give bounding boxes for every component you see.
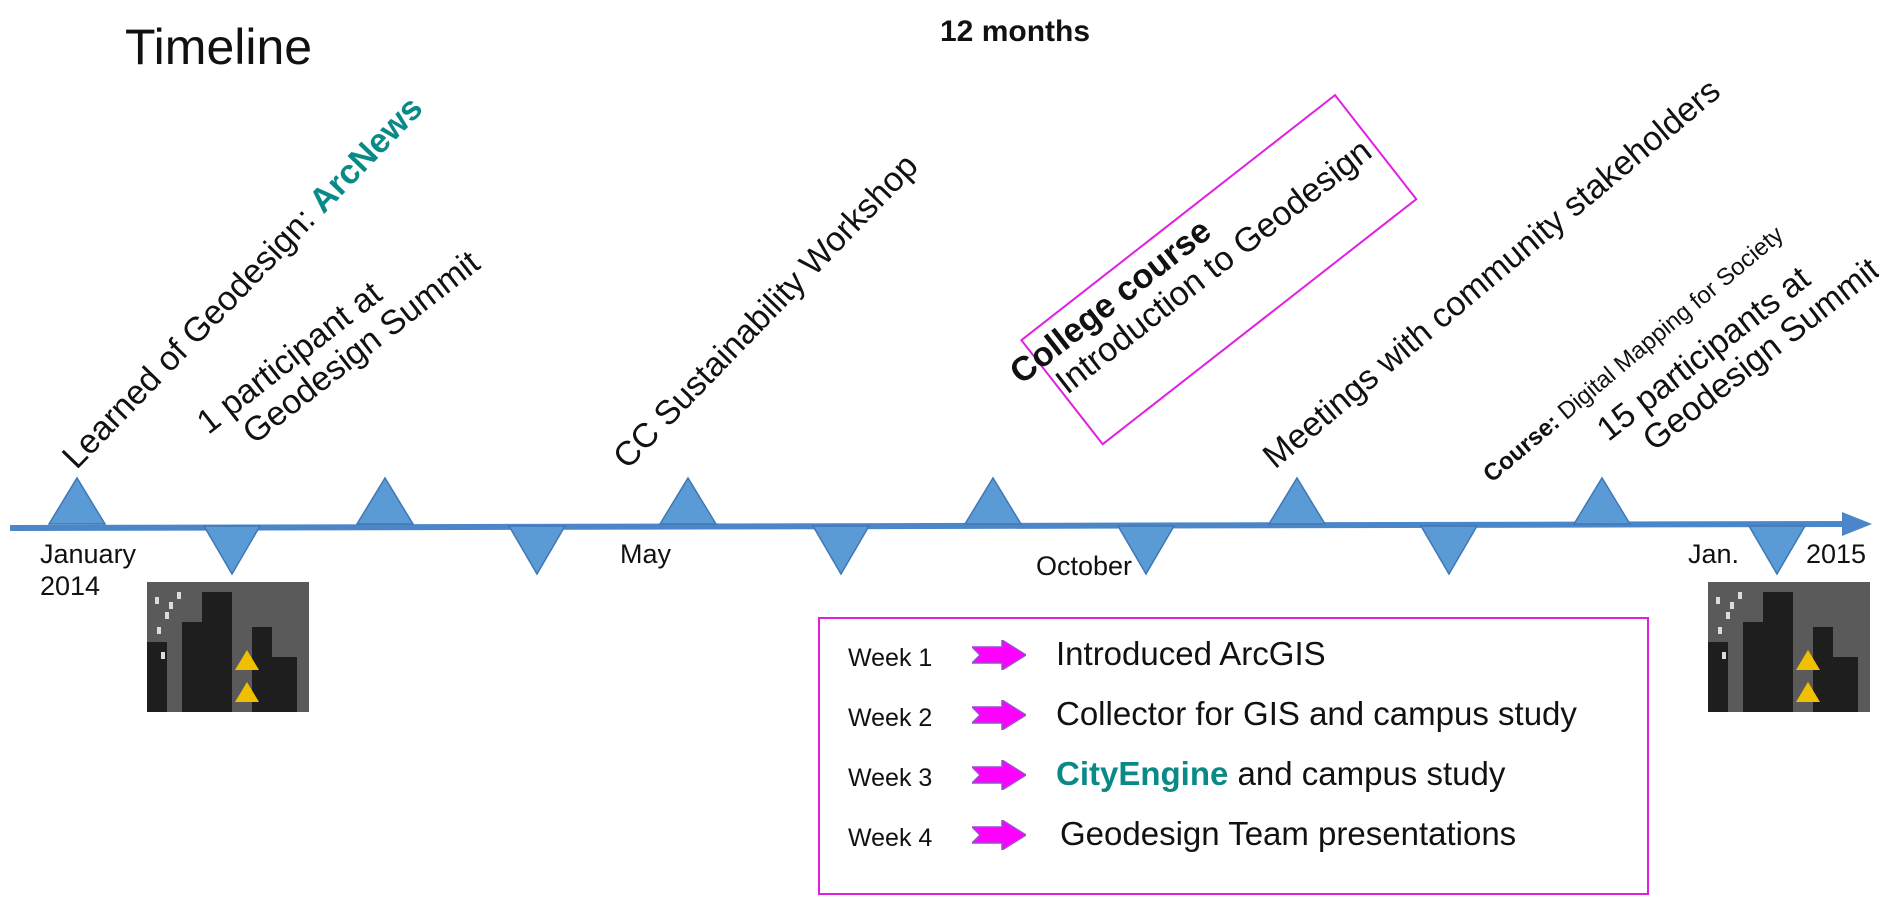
week-3-label: Week 3 — [848, 764, 933, 792]
date-end-year: 2015 — [1806, 539, 1867, 569]
week-4-label: Week 4 — [848, 824, 933, 852]
marker-down-6 — [1747, 525, 1807, 576]
date-may: May — [620, 539, 672, 569]
marker-down-3 — [811, 525, 871, 576]
course-schedule-box: Week 1 Introduced ArcGIS Week 2 Collecto… — [818, 617, 1649, 895]
axis-line — [9, 521, 1851, 531]
marker-down-1 — [202, 525, 262, 576]
arrow-right-icon — [972, 640, 1026, 670]
week-4-description: Geodesign Team presentations — [1060, 815, 1517, 852]
city-image-2015 — [1708, 582, 1870, 712]
date-start-month: January — [40, 539, 137, 569]
cityengine-highlight: CityEngine — [1056, 755, 1229, 792]
arrow-right-icon — [972, 700, 1026, 730]
axis-arrowhead — [1842, 512, 1872, 536]
week-3-text: and campus study — [1228, 755, 1506, 792]
arrow-right-icon — [972, 760, 1026, 790]
marker-down-4 — [1116, 525, 1176, 576]
week-1-description: Introduced ArcGIS — [1056, 635, 1326, 672]
city-image-2014 — [147, 582, 309, 712]
marker-up-2 — [355, 476, 415, 525]
arrow-right-icon — [972, 820, 1026, 850]
week-2-description: Collector for GIS and campus study — [1056, 695, 1577, 732]
marker-up-4 — [963, 476, 1023, 525]
marker-down-2 — [507, 525, 567, 576]
week-1-label: Week 1 — [848, 644, 933, 672]
week-3-description: CityEngine and campus study — [1056, 755, 1505, 793]
date-end-month: Jan. — [1688, 539, 1740, 569]
page-title: Timeline — [125, 19, 313, 75]
marker-down-5 — [1419, 525, 1479, 576]
marker-up-6 — [1572, 476, 1632, 525]
marker-up-5 — [1267, 476, 1327, 525]
marker-up-3 — [658, 476, 718, 525]
date-october: October — [1036, 551, 1133, 581]
date-start: January 2014 — [40, 538, 136, 603]
marker-up-1 — [47, 476, 107, 525]
week-2-label: Week 2 — [848, 704, 933, 732]
duration-label: 12 months — [940, 15, 1091, 48]
date-start-year: 2014 — [40, 571, 101, 602]
